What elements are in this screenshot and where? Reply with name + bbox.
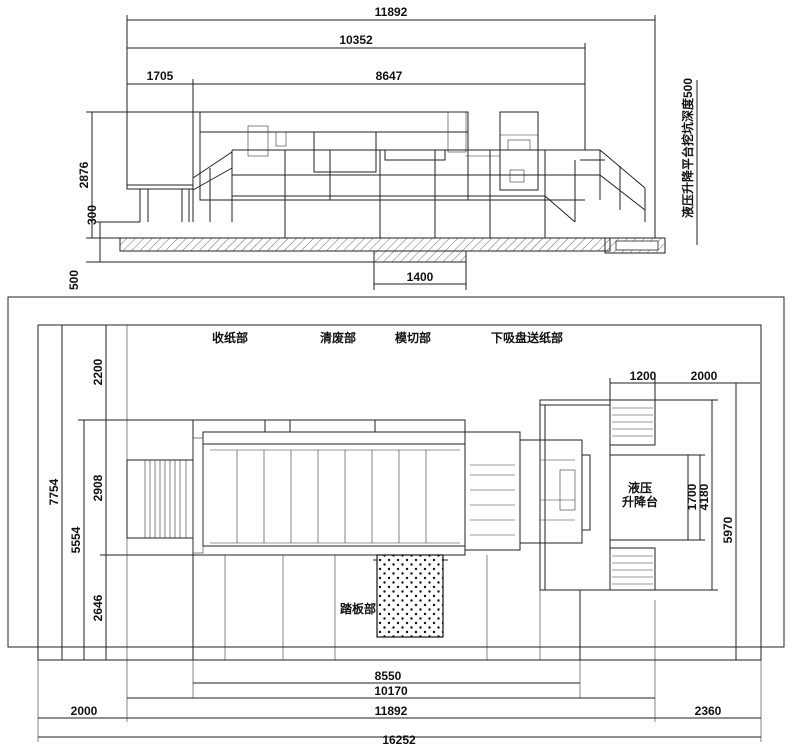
platform-legs xyxy=(200,199,585,238)
outer-frame xyxy=(7,296,785,648)
dim-machine-total: 11892 xyxy=(375,704,408,718)
main-machine-body xyxy=(199,111,585,201)
dim-lower-clear: 2646 xyxy=(91,594,105,621)
dim-lift-depth: 1700 xyxy=(685,483,699,510)
plan-dims-left xyxy=(57,324,200,661)
dim-total-length: 11892 xyxy=(375,5,408,19)
dim-machine-length: 10352 xyxy=(339,33,373,47)
label-feeder: 下吸盘送纸部 xyxy=(491,330,563,345)
dim-overall: 16252 xyxy=(382,733,416,747)
plan-view: 收纸部 清废部 模切部 下吸盘送纸部 7754 5554 2200 2908 2… xyxy=(7,296,785,747)
label-lift-line2: 升降台 xyxy=(622,494,658,509)
dim-pit-depth: 500 xyxy=(67,270,81,290)
hydraulic-lift xyxy=(539,399,689,591)
dim-lift-total: 5970 xyxy=(721,516,735,543)
dim-main-length: 8647 xyxy=(376,69,403,83)
label-stripping: 清废部 xyxy=(320,330,356,345)
ground-base xyxy=(119,237,666,263)
dim-left-clear: 2000 xyxy=(71,704,98,718)
plan-dims-bottom xyxy=(38,682,761,738)
label-lift-line1: 液压 xyxy=(628,480,652,495)
dim-upper-clear: 2200 xyxy=(91,358,105,385)
plate-section xyxy=(373,554,448,638)
dim-lines-top xyxy=(126,15,656,238)
side-view: 11892 10352 1705 8647 2876 300 500 xyxy=(67,5,698,290)
dim-side-width: 5554 xyxy=(69,526,83,553)
dim-pit-width: 1400 xyxy=(407,270,434,284)
feeder-pile-section xyxy=(126,111,194,222)
dim-feeder-length: 1705 xyxy=(147,69,174,83)
dim-lift-clear: 2000 xyxy=(691,369,718,383)
main-machine-plan xyxy=(192,419,510,556)
railing-right xyxy=(544,149,646,223)
dim-base-total: 10170 xyxy=(374,684,408,698)
feeder-section-plan xyxy=(464,431,591,551)
dim-platform-height: 300 xyxy=(85,205,99,225)
dim-height: 2876 xyxy=(77,161,91,188)
plan-dims-right xyxy=(609,378,760,660)
dim-lift-span: 4180 xyxy=(697,483,711,510)
dim-right-clear: 2360 xyxy=(695,704,722,718)
dim-total-width: 7754 xyxy=(47,478,61,505)
lower-base xyxy=(192,555,581,661)
railing-left xyxy=(192,149,545,222)
dim-lift-w: 1200 xyxy=(630,369,657,383)
pit-dim xyxy=(373,262,467,290)
label-delivery: 收纸部 xyxy=(212,330,248,345)
dim-base-len: 8550 xyxy=(375,669,402,683)
delivery-conveyor xyxy=(126,459,194,539)
label-plate: 踏板部 xyxy=(340,601,376,616)
dim-machine-width: 2908 xyxy=(91,474,105,501)
label-die-cut: 模切部 xyxy=(395,330,431,345)
lift-pit-note: 液压升降平台挖坑深度500 xyxy=(680,78,695,218)
